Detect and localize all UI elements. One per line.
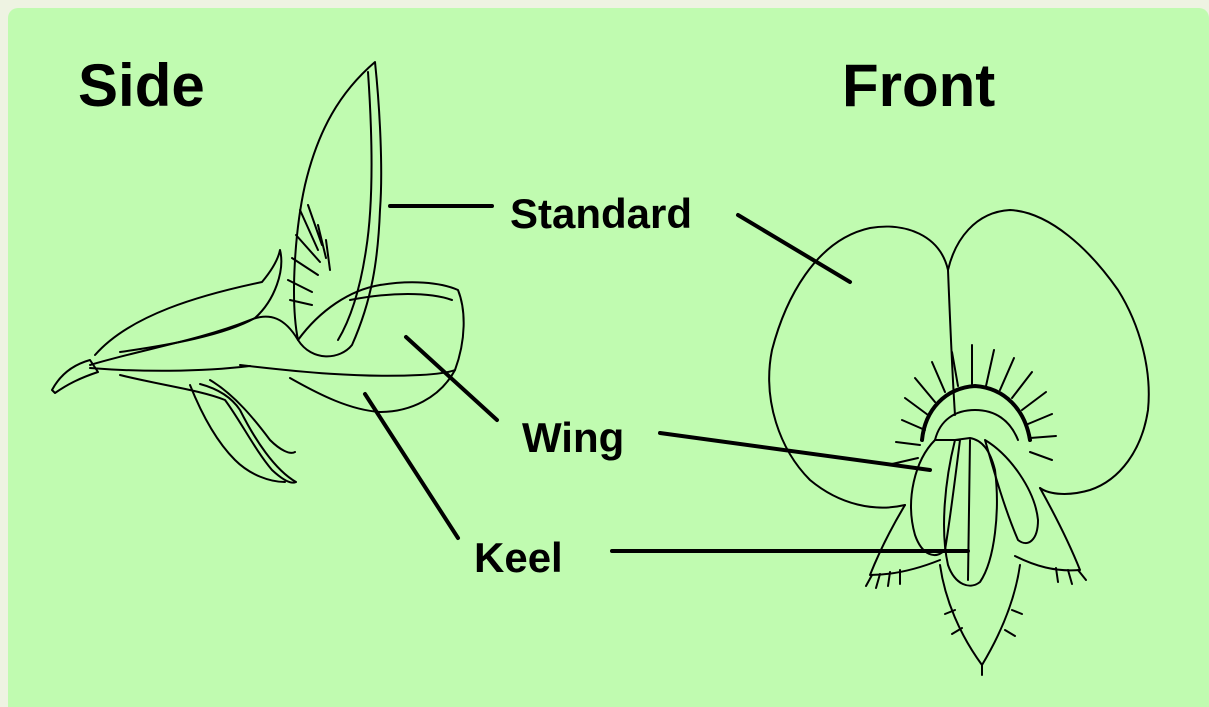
front-standard-petal xyxy=(769,227,955,508)
keel-label: Keel xyxy=(474,534,563,581)
front-view-flower xyxy=(769,210,1149,675)
wing-leader-front xyxy=(660,433,930,470)
standard-label: Standard xyxy=(510,190,692,237)
front-title: Front xyxy=(842,52,995,119)
side-wing xyxy=(290,282,464,412)
wing-label: Wing xyxy=(522,414,624,461)
front-calyx xyxy=(870,488,1080,665)
standard-leader-front xyxy=(738,215,850,282)
side-view-flower xyxy=(52,62,464,483)
side-keel xyxy=(240,365,455,376)
side-title: Side xyxy=(78,52,205,119)
wing-leader-side xyxy=(406,337,497,420)
side-standard-petal xyxy=(294,62,381,356)
keel-leader-side xyxy=(365,394,458,538)
